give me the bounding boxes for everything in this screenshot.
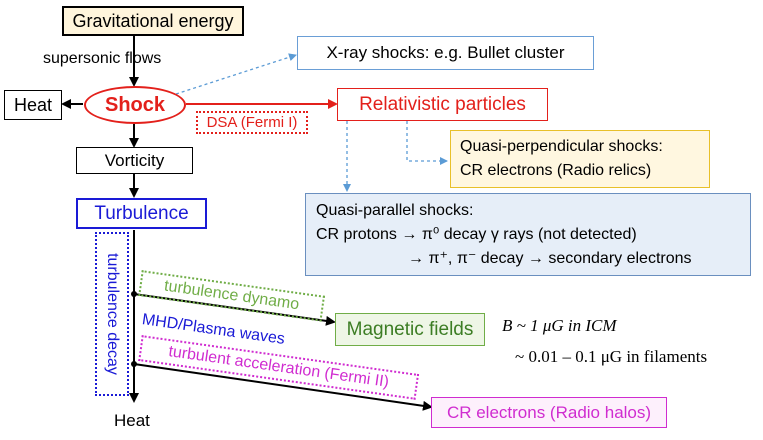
quasi-par-line3: → π⁺, π⁻ decay → secondary electrons bbox=[408, 249, 692, 267]
turbulence-decay-box: turbulence decay bbox=[95, 232, 129, 396]
turbulence-decay-label: turbulence decay bbox=[104, 253, 122, 375]
xray-shocks-box: X-ray shocks: e.g. Bullet cluster bbox=[297, 36, 594, 70]
magnetic-fields-label: Magnetic fields bbox=[346, 318, 474, 340]
arrow-shock-to-xray bbox=[175, 53, 297, 95]
quasi-perp-line2: CR electrons (Radio relics) bbox=[460, 162, 652, 179]
relativistic-particles-box: Relativistic particles bbox=[337, 88, 548, 121]
relativistic-particles-label: Relativistic particles bbox=[359, 93, 526, 115]
quasi-par-box: Quasi-parallel shocks: CR protons → π⁰ d… bbox=[305, 193, 751, 276]
gravitational-energy-label: Gravitational energy bbox=[72, 10, 234, 31]
field-strength-icm: B ~ 1 μG in ICM bbox=[502, 316, 617, 335]
heat-bottom-label: Heat bbox=[114, 411, 150, 430]
turbulence-box: Turbulence bbox=[76, 198, 207, 229]
arrow-relativistic-to-quasi-perp bbox=[406, 121, 448, 165]
xray-shocks-label: X-ray shocks: e.g. Bullet cluster bbox=[326, 43, 565, 62]
quasi-par-line2: CR protons → π⁰ decay γ rays (not detect… bbox=[316, 225, 637, 243]
junction-dot-upper bbox=[131, 291, 137, 297]
heat-top-label: Heat bbox=[13, 94, 53, 115]
turbulence-label: Turbulence bbox=[94, 202, 189, 224]
shock-label: Shock bbox=[104, 93, 166, 116]
quasi-perp-box: Quasi-perpendicular shocks: CR electrons… bbox=[450, 130, 710, 188]
junction-dot-lower bbox=[131, 361, 137, 367]
quasi-perp-line1: Quasi-perpendicular shocks: bbox=[460, 138, 663, 155]
shock-node: Shock bbox=[84, 86, 186, 124]
quasi-par-line1: Quasi-parallel shocks: bbox=[316, 201, 474, 219]
dsa-label: DSA (Fermi I) bbox=[206, 114, 298, 131]
dsa-box: DSA (Fermi I) bbox=[196, 111, 308, 134]
vorticity-box: Vorticity bbox=[76, 147, 193, 174]
supersonic-flows-label: supersonic flows bbox=[43, 50, 162, 67]
field-strength-filaments: ~ 0.01 – 0.1 μG in filaments bbox=[515, 347, 708, 366]
cr-electrons-halos-box: CR electrons (Radio halos) bbox=[431, 397, 667, 428]
heat-top-box: Heat bbox=[4, 90, 62, 120]
gravitational-energy-box: Gravitational energy bbox=[62, 6, 244, 36]
cr-electrons-halos-label: CR electrons (Radio halos) bbox=[446, 402, 652, 422]
arrow-to-magnetic-fields bbox=[133, 293, 336, 326]
arrow-to-cr-electrons bbox=[133, 363, 433, 411]
vorticity-label: Vorticity bbox=[104, 150, 165, 170]
magnetic-fields-box: Magnetic fields bbox=[335, 313, 485, 346]
